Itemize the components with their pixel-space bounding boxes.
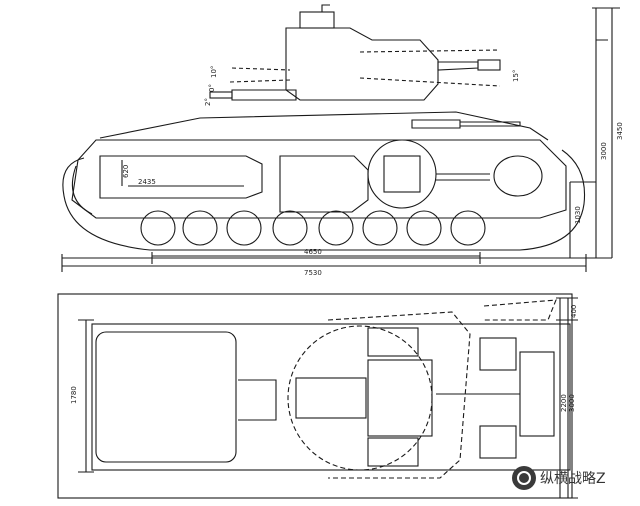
turret-gun <box>437 61 479 71</box>
road-wheels <box>140 210 486 246</box>
engine-bay <box>95 331 237 463</box>
dim-track-width: 400 <box>570 305 578 318</box>
turret-ring <box>287 325 433 471</box>
dim-ground-clearance: 1030 <box>574 206 582 224</box>
dim-width-a: 2200 <box>560 394 568 412</box>
watermark-text: 纵横战略Z <box>540 471 606 487</box>
dim-engine-height: 620 <box>122 165 130 178</box>
dim-hull-height: 3000 <box>600 142 608 160</box>
hull-top <box>99 111 549 141</box>
engine <box>99 155 263 199</box>
dim-inner-width: 1780 <box>70 386 78 404</box>
watermark: 纵横战略Z <box>512 466 606 490</box>
dim-angle-0: 0° <box>208 84 216 92</box>
side-view <box>61 4 620 272</box>
drive-wheel <box>367 139 437 209</box>
dim-engine-length: 2435 <box>138 178 156 186</box>
top-view <box>57 293 578 499</box>
rear-gun <box>231 89 297 101</box>
dim-wheelbase: 4650 <box>304 248 322 256</box>
hull-plan <box>57 293 573 499</box>
dim-angle-10: 10° <box>210 66 218 78</box>
dim-width-b: 3000 <box>568 394 576 412</box>
turret <box>285 27 439 101</box>
hull-gun <box>411 119 521 129</box>
dimension-labels: 4650 7530 2435 620 3450 3000 1030 10° 0°… <box>70 66 624 412</box>
dim-length-total: 7530 <box>304 269 322 277</box>
dim-angle-15: 15° <box>512 70 520 82</box>
drive-unit <box>367 359 433 437</box>
dim-height-total: 3450 <box>616 122 624 140</box>
dim-angle-2: 2° <box>204 98 212 106</box>
cupola <box>299 11 335 29</box>
track-outline <box>62 149 586 251</box>
watermark-logo-icon <box>512 466 536 490</box>
